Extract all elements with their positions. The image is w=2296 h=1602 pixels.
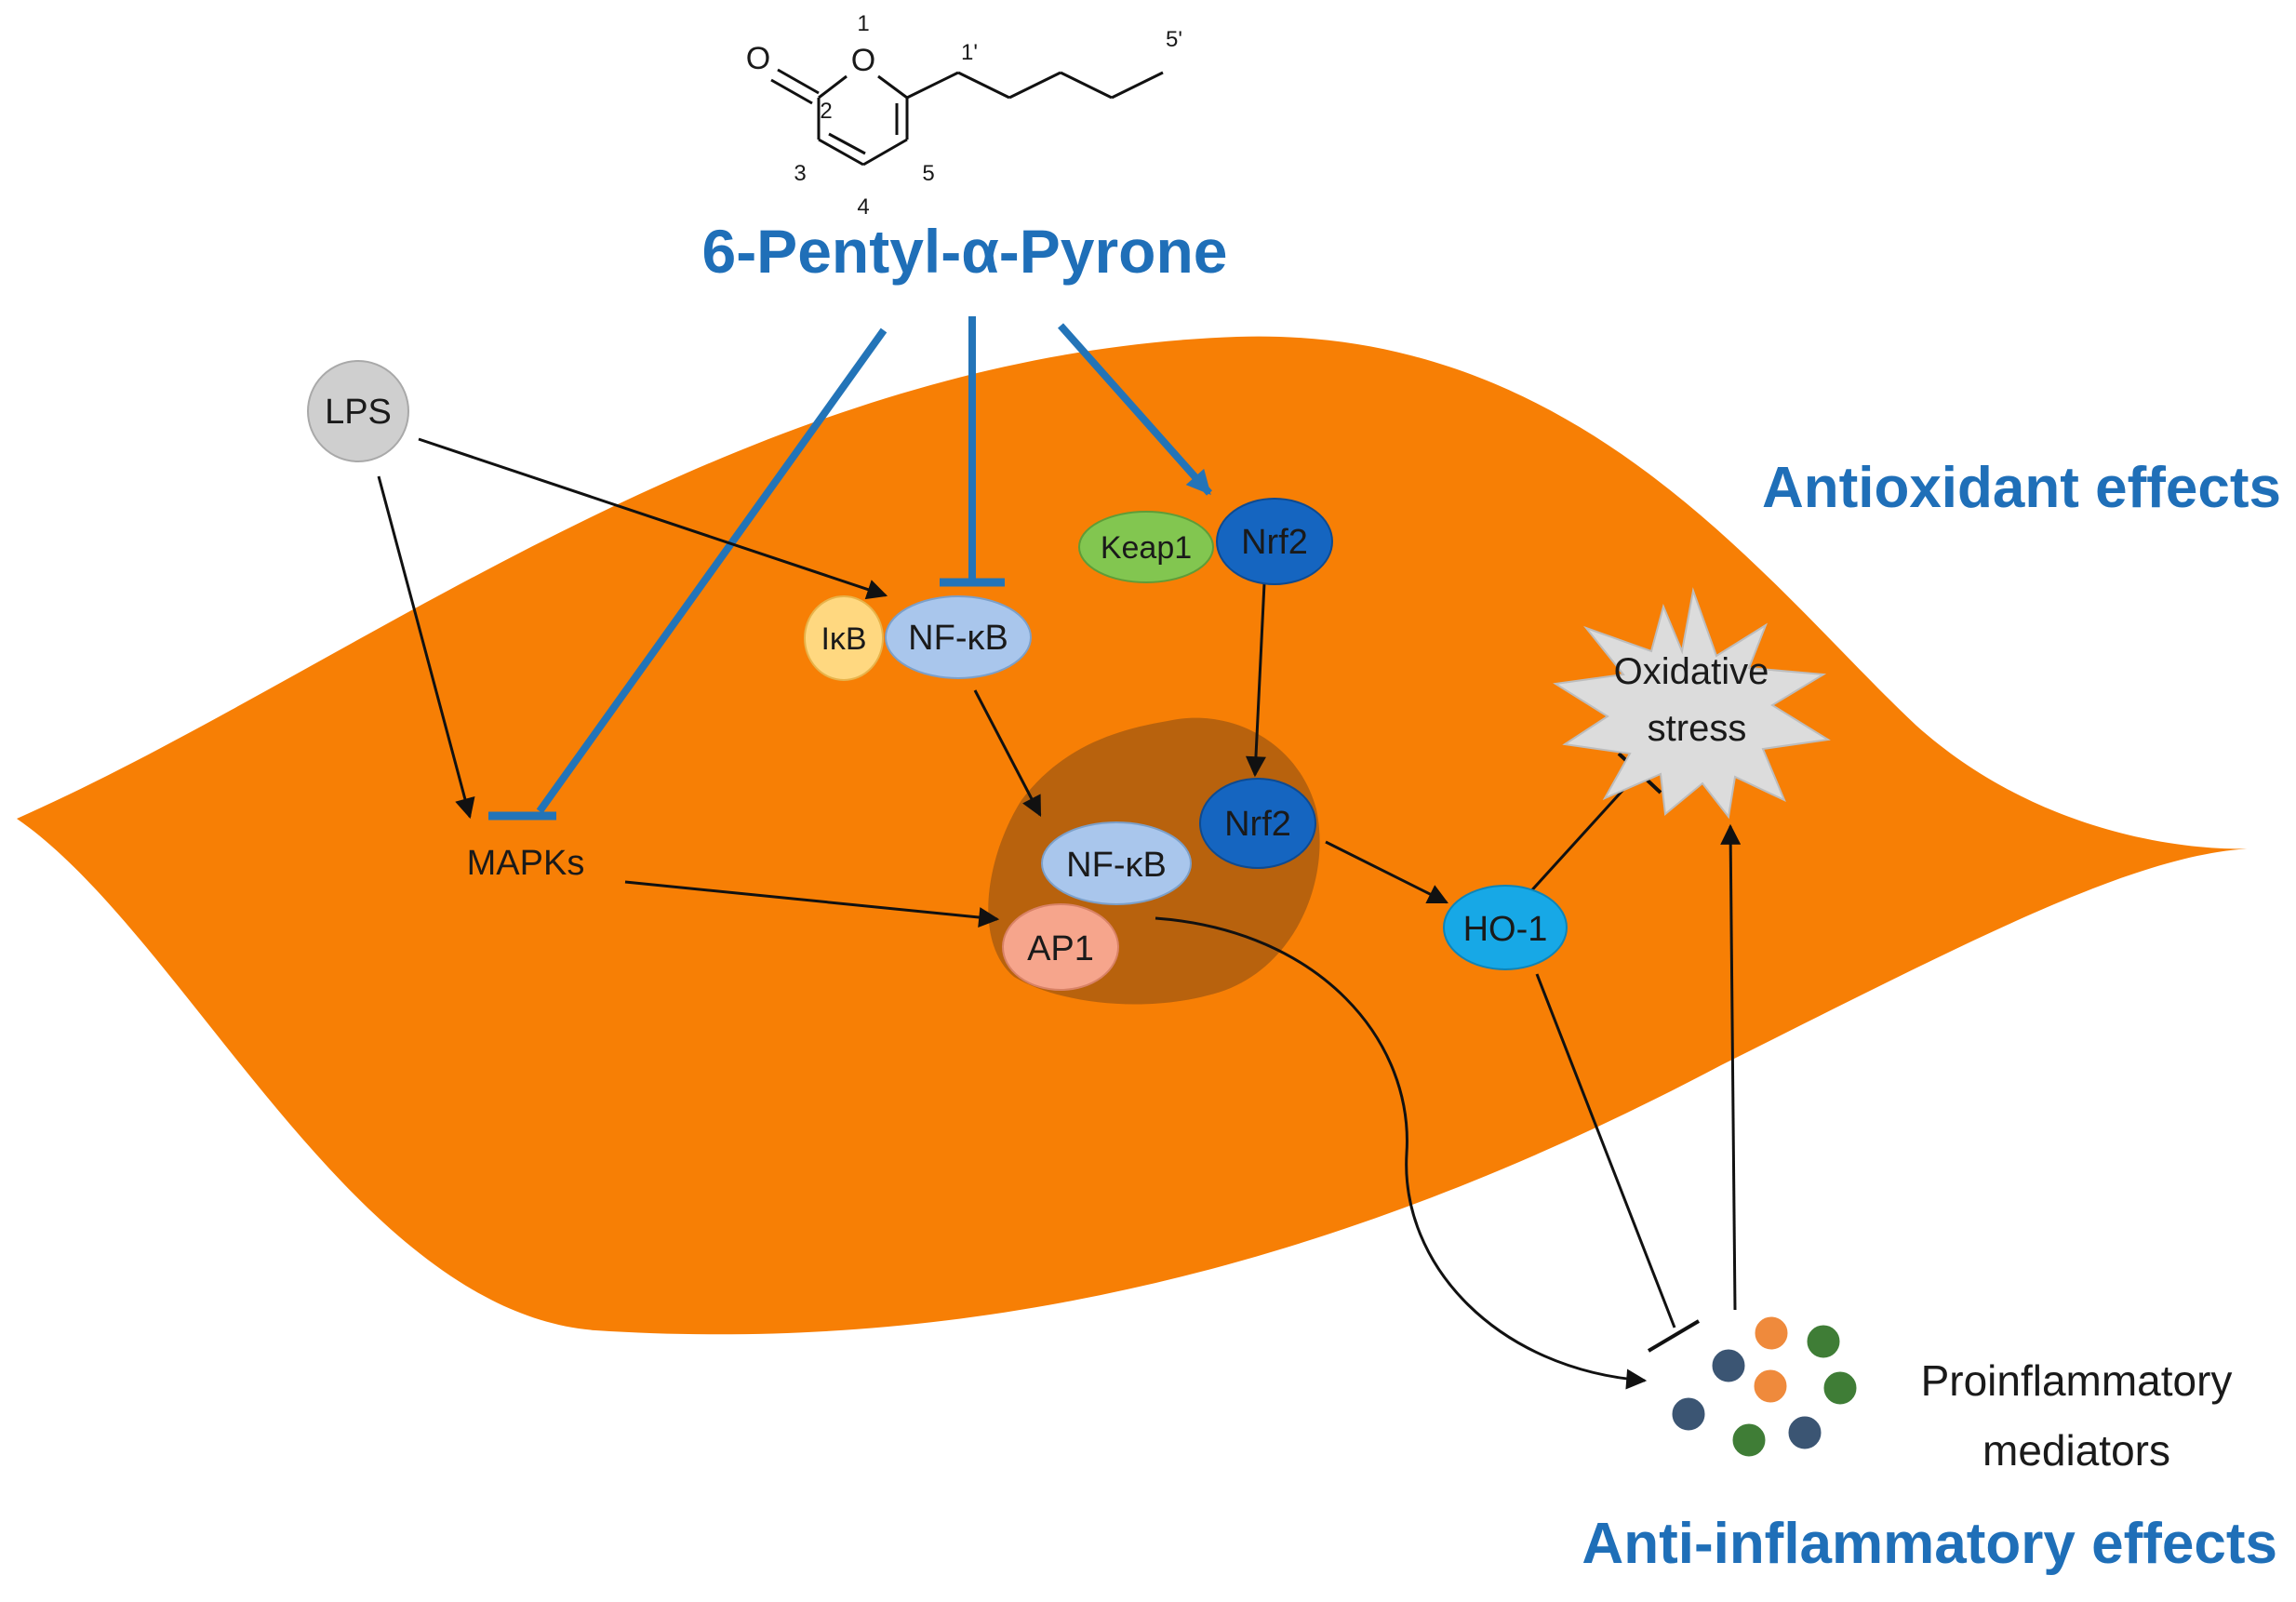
- pyrone-structure: [770, 68, 1164, 167]
- nfkb-translocation-arrow: [973, 689, 1042, 817]
- mapks-label: MAPKs: [467, 844, 585, 883]
- ikb-node: IκB: [804, 595, 884, 681]
- mapks-to-ap1-arrow: [624, 880, 1000, 928]
- compound-name: 6-Pentyl-α-Pyrone: [701, 217, 1227, 286]
- lps-to-nfkb-arrow: [418, 437, 888, 600]
- ho1-label: HO-1: [1463, 910, 1548, 949]
- nrf2-nucleus-node: Nrf2: [1199, 778, 1316, 869]
- mediator-dot: [1709, 1346, 1748, 1385]
- lps-to-mapks-arrow: [377, 475, 475, 820]
- mediators-inhibit-bar: [1647, 1319, 1701, 1353]
- keap1-node: Keap1: [1078, 511, 1214, 583]
- oxidative-stress-label-line1: Oxidative: [1614, 651, 1769, 692]
- proinflammatory-label-line2: mediators: [1982, 1426, 2170, 1475]
- nrf2-cytoplasm-label: Nrf2: [1241, 523, 1308, 562]
- oxidative-stress-burst: Oxidative stress: [1553, 587, 1831, 820]
- atom-number-1-prime: 1': [961, 40, 978, 65]
- antioxidant-effects-title: Antioxidant effects: [1762, 456, 2281, 520]
- nfkb-nucleus-label: NF-κB: [1066, 846, 1167, 885]
- mediator-dot: [1821, 1368, 1860, 1408]
- ap1-to-mediators-curve: [1155, 916, 1648, 1390]
- mediator-dot: [1729, 1421, 1769, 1460]
- nrf2-cytoplasm-node: Nrf2: [1216, 498, 1333, 585]
- ap1-label: AP1: [1027, 929, 1094, 968]
- atom-number-5: 5: [922, 161, 934, 186]
- nrf2-to-ho1-arrow: [1325, 840, 1448, 904]
- atom-o-ring: O: [851, 43, 875, 78]
- ikb-label: IκB: [821, 621, 866, 657]
- atom-number-1: 1: [857, 11, 869, 36]
- nfkb-cytoplasm-label: NF-κB: [908, 619, 1008, 658]
- nfkb-cytoplasm-node: NF-κB: [885, 595, 1032, 679]
- compound-activates-nrf2: [1058, 323, 1212, 496]
- atom-number-3: 3: [794, 161, 806, 186]
- mediator-dot: [1785, 1413, 1824, 1452]
- anti-inflammatory-effects-title: Anti-inflammatory effects: [1582, 1512, 2277, 1576]
- nrf2-translocation-arrow: [1245, 582, 1266, 778]
- proinflammatory-label-line1: Proinflammatory: [1921, 1356, 2233, 1405]
- nfkb-nucleus-node: NF-κB: [1041, 821, 1192, 905]
- mediator-dot: [1752, 1314, 1791, 1353]
- lps-label: LPS: [325, 393, 392, 432]
- ho1-inhibits-mediators: [1535, 973, 1676, 1328]
- lps-node: LPS: [307, 360, 409, 462]
- mediator-dot: [1669, 1395, 1708, 1434]
- ho1-inhibits-oxidative-stress: [1526, 770, 1641, 897]
- mediators-to-oxidative-arrow: [1720, 823, 1742, 1311]
- nrf2-nucleus-label: Nrf2: [1224, 805, 1291, 844]
- ap1-node: AP1: [1002, 903, 1119, 991]
- proinflammatory-mediator-dots: [1669, 1314, 1860, 1460]
- ho1-node: HO-1: [1443, 885, 1568, 970]
- atom-number-2: 2: [820, 99, 832, 124]
- atom-number-5-prime: 5': [1166, 27, 1182, 52]
- keap1-label: Keap1: [1101, 530, 1192, 566]
- compound-inhibits-mapks: [536, 327, 888, 814]
- atom-number-4: 4: [857, 194, 869, 220]
- oxidative-stress-label-line2: stress: [1648, 708, 1747, 749]
- atom-o-carbonyl: O: [746, 41, 770, 76]
- mediator-dot: [1751, 1367, 1790, 1406]
- mediator-dot: [1804, 1322, 1843, 1361]
